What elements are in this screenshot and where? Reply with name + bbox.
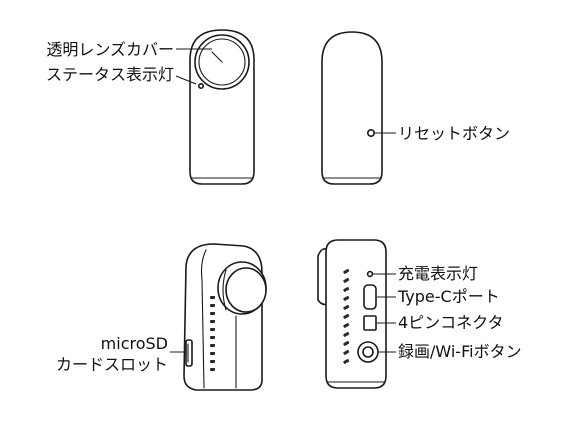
type-c-port-label: Type-Cポート [397, 287, 500, 306]
four-pin-connector-label: 4ピンコネクタ [398, 313, 504, 332]
charge-light-label: 充電表示灯 [398, 264, 478, 283]
microsd-label-line2: カードスロット [56, 355, 168, 374]
camera-side-view [317, 239, 387, 389]
type-c-port [363, 284, 377, 310]
status-light-callout [175, 75, 197, 85]
microsd-slot [185, 339, 193, 367]
charge-light-dot [366, 270, 374, 278]
reset-button-label: リセットボタン [398, 124, 510, 143]
status-light-dot [198, 83, 205, 90]
four-pin-connector [363, 315, 377, 331]
camera-back-view [321, 31, 383, 185]
record-wifi-button-label: 録画/Wi-Fiボタン [398, 342, 522, 361]
status-light-label: ステータス表示灯 [46, 65, 174, 84]
reset-button-hole [366, 129, 375, 138]
camera-front-view [189, 29, 255, 185]
angled-lens-cover [225, 267, 267, 313]
microsd-label-line1: microSD [101, 334, 168, 353]
camera-angled-view [183, 243, 267, 391]
lens-cover-label: 透明レンズカバー [46, 40, 174, 59]
